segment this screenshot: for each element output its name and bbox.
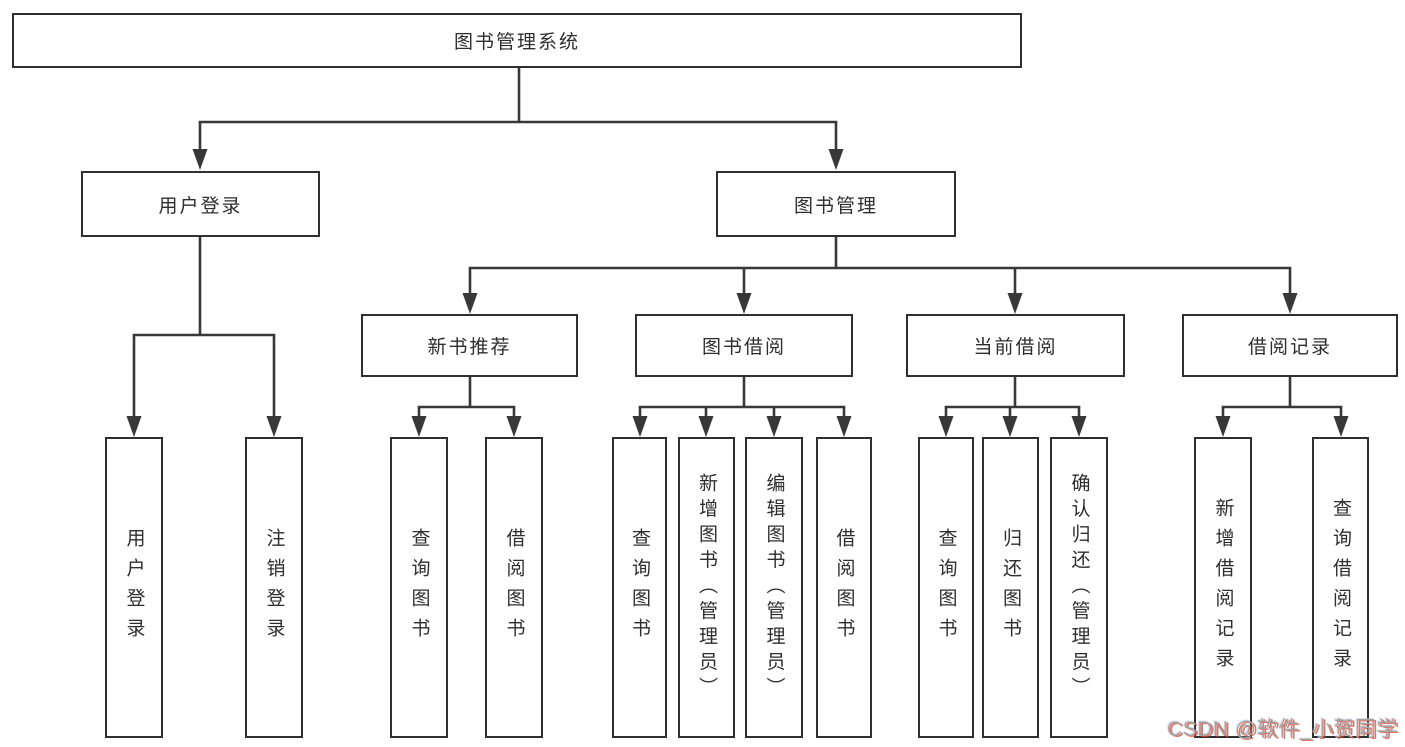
leaf-newrec-query-books: 查询图书 bbox=[390, 437, 448, 738]
node-current-borrowing: 当前借阅 bbox=[906, 314, 1125, 377]
leaf-borrow-add-books-admin: 新增图书（管理员） bbox=[678, 437, 735, 738]
leaf-borrow-edit-books-admin: 编辑图书（管理员） bbox=[745, 437, 803, 738]
leaf-user-login: 用户登录 bbox=[105, 437, 163, 738]
leaf-newrec-borrow-books: 借阅图书 bbox=[485, 437, 543, 738]
node-label: 新书推荐 bbox=[427, 337, 512, 358]
leaf-logout: 注销登录 bbox=[245, 437, 303, 738]
node-label: 注销登录 bbox=[263, 527, 285, 648]
leaf-current-confirm-return-admin: 确认归还（管理员） bbox=[1050, 437, 1108, 738]
node-user-login: 用户登录 bbox=[81, 171, 320, 237]
node-label: 图书借阅 bbox=[701, 337, 786, 358]
leaf-borrow-borrow-books: 借阅图书 bbox=[816, 437, 872, 738]
node-label: 编辑图书（管理员） bbox=[763, 472, 785, 703]
node-label: 借阅图书 bbox=[833, 527, 855, 648]
leaf-current-return-books: 归还图书 bbox=[982, 437, 1039, 738]
node-borrowing-records: 借阅记录 bbox=[1182, 314, 1398, 377]
node-label: 查询图书 bbox=[935, 527, 957, 648]
node-label: 当前借阅 bbox=[973, 337, 1058, 358]
node-label: 确认归还（管理员） bbox=[1068, 472, 1090, 703]
node-label: 新增借阅记录 bbox=[1212, 497, 1234, 678]
node-label: 新增图书（管理员） bbox=[696, 472, 717, 703]
node-label: 查询借阅记录 bbox=[1330, 497, 1351, 678]
node-book-management: 图书管理 bbox=[716, 171, 956, 237]
node-label: 用户登录 bbox=[158, 195, 243, 217]
leaf-records-add-record: 新增借阅记录 bbox=[1194, 437, 1252, 738]
node-label: 图书管理系统 bbox=[453, 32, 580, 53]
node-label: 借阅图书 bbox=[503, 527, 525, 648]
node-label: 查询图书 bbox=[408, 527, 430, 648]
node-library-system: 图书管理系统 bbox=[12, 13, 1022, 68]
leaf-borrow-query-books: 查询图书 bbox=[612, 437, 667, 738]
node-new-book-recommendation: 新书推荐 bbox=[361, 314, 578, 377]
node-label: 归还图书 bbox=[1000, 527, 1021, 648]
node-label: 借阅记录 bbox=[1247, 337, 1332, 358]
leaf-current-query-books: 查询图书 bbox=[918, 437, 974, 738]
leaf-records-query-record: 查询借阅记录 bbox=[1312, 437, 1369, 738]
node-label: 查询图书 bbox=[629, 527, 650, 648]
node-book-borrowing: 图书借阅 bbox=[635, 314, 853, 377]
node-label: 图书管理 bbox=[793, 195, 878, 217]
node-label: 用户登录 bbox=[123, 527, 145, 648]
